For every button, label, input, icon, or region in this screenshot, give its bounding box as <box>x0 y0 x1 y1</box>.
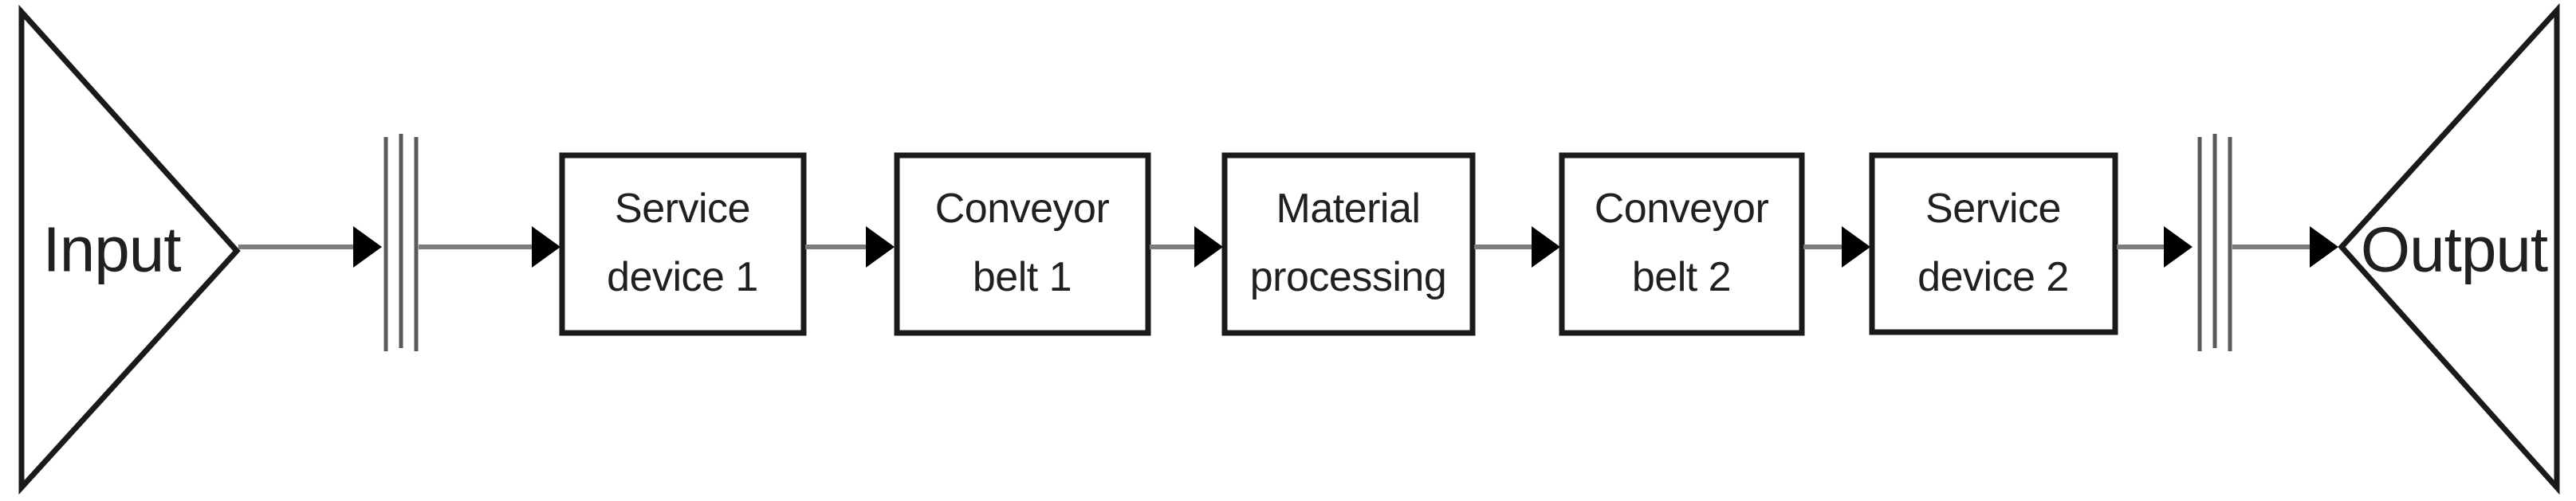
flow-arrow <box>238 226 382 268</box>
flow-arrow <box>1474 226 1560 268</box>
process-box-shape <box>559 152 807 336</box>
process-box-label-line2: processing <box>1250 254 1446 300</box>
arrowhead-icon <box>532 226 560 268</box>
process-box-label-line2: belt 2 <box>1632 254 1731 300</box>
arrowhead-icon <box>1842 226 1870 268</box>
process-box-label-line2: belt 1 <box>973 254 1072 300</box>
input-label: Input <box>43 214 182 285</box>
flow-arrow <box>2232 226 2338 268</box>
process-box-shape <box>894 152 1151 336</box>
arrowhead-icon <box>2310 226 2338 268</box>
process-box-shape <box>1869 152 2118 335</box>
process-box-label-line1: Conveyor <box>1595 186 1769 232</box>
queue-buffer-icon <box>383 134 419 351</box>
flow-arrow <box>419 226 560 268</box>
process-box-material-processing: Material processing <box>1221 152 1476 336</box>
flow-arrow <box>1803 226 1870 268</box>
output-triangle-shape <box>2338 2 2560 495</box>
arrowhead-icon <box>1532 226 1560 268</box>
process-box-service-device-2: Service device 2 <box>1869 152 2118 335</box>
process-box-label-line1: Material <box>1276 186 1421 232</box>
process-box-label-line1: Service <box>615 186 750 232</box>
flow-arrow <box>805 226 895 268</box>
process-box-conveyor-belt-2: Conveyor belt 2 <box>1559 152 1805 336</box>
input-source-node: Input <box>18 4 241 495</box>
output-label: Output <box>2361 214 2548 285</box>
process-box-label-line1: Conveyor <box>935 186 1110 232</box>
process-box-conveyor-belt-1: Conveyor belt 1 <box>894 152 1151 336</box>
input-triangle-shape <box>18 4 241 495</box>
process-box-shape <box>1221 152 1476 336</box>
arrowhead-icon <box>866 226 895 268</box>
output-sink-node: Output <box>2338 2 2560 495</box>
process-box-label-line1: Service <box>1925 186 2061 232</box>
process-box-label-line2: device 2 <box>1917 254 2069 300</box>
queue-buffer-icon <box>2197 134 2232 351</box>
arrowhead-icon <box>353 226 382 268</box>
process-box-label-line2: device 1 <box>607 254 758 300</box>
process-box-shape <box>1559 152 1805 336</box>
process-box-service-device-1: Service device 1 <box>559 152 807 336</box>
flow-arrow <box>1150 226 1223 268</box>
arrowhead-icon <box>1194 226 1223 268</box>
flow-arrow <box>2117 226 2193 268</box>
arrowhead-icon <box>2164 226 2193 268</box>
